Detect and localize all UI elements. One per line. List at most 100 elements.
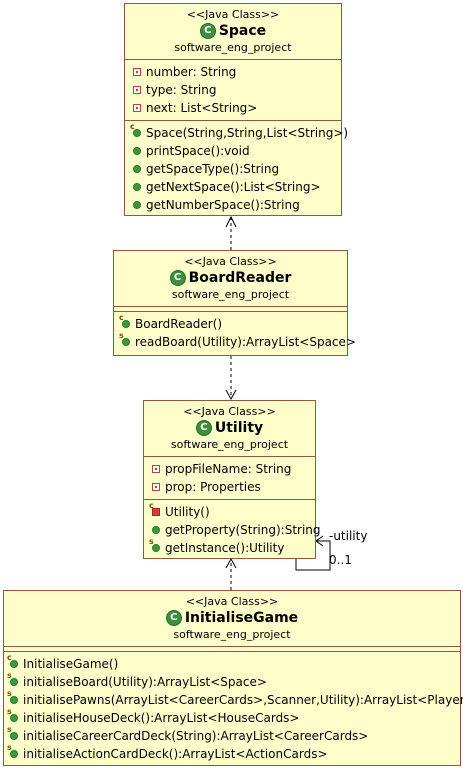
private-constructor-icon: c — [149, 502, 162, 518]
method-text: BoardReader() — [135, 317, 223, 331]
attribute-text: propFileName: String — [165, 462, 292, 476]
class-icon: C — [169, 270, 186, 286]
static-method-icon: s — [7, 726, 20, 742]
class-initialisegame[interactable]: <<Java Class>> C InitialiseGame software… — [3, 590, 463, 766]
attributes-section: number: String type: String next: List<S… — [125, 60, 341, 121]
method-text: initialisePawns(ArrayList<CareerCards>,S… — [23, 693, 463, 707]
dependency-arrowhead-space — [225, 215, 237, 228]
method-text: InitialiseGame() — [23, 657, 119, 671]
stereotype: <<Java Class>> — [183, 405, 276, 418]
attribute-row: prop: Properties — [150, 478, 315, 496]
package-name: software_eng_project — [174, 41, 292, 54]
method-text: initialiseActionCardDeck():ArrayList<Act… — [23, 747, 328, 761]
public-method-icon — [131, 145, 143, 157]
public-method-icon — [131, 199, 143, 211]
attribute-text: number: String — [146, 65, 237, 79]
class-header: <<Java Class>> C Space software_eng_proj… — [125, 4, 341, 60]
static-method-icon: s — [7, 744, 20, 760]
attributes-section — [114, 307, 347, 312]
private-field-icon — [131, 102, 143, 114]
method-text: initialiseHouseDeck():ArrayList<HouseCar… — [23, 711, 300, 725]
package-name: software_eng_project — [170, 438, 289, 451]
stereotype: <<Java Class>> — [185, 595, 279, 608]
attributes-section: propFileName: String prop: Properties — [144, 457, 315, 500]
class-name: C InitialiseGame — [4, 609, 460, 627]
method-row: printSpace():void — [131, 142, 341, 160]
public-method-icon — [150, 524, 162, 536]
class-name: C BoardReader — [114, 269, 347, 287]
class-icon: C — [165, 610, 182, 626]
static-method-icon: s — [7, 690, 20, 706]
static-method-icon: s — [7, 708, 20, 724]
class-name: C Utility — [144, 419, 315, 437]
private-field-icon — [131, 84, 143, 96]
package-name: software_eng_project — [173, 628, 291, 641]
association-role-label: -utility — [329, 529, 368, 543]
attribute-row: next: List<String> — [131, 99, 341, 117]
class-utility[interactable]: <<Java Class>> C Utility software_eng_pr… — [143, 400, 321, 560]
class-name-text: BoardReader — [188, 270, 292, 286]
package-name: software_eng_project — [171, 288, 290, 301]
method-text: getProperty(String):String — [165, 523, 321, 537]
private-field-icon — [131, 66, 143, 78]
class-name-text: InitialiseGame — [184, 610, 299, 626]
static-method-icon: s — [149, 538, 162, 554]
method-text: initialiseBoard(Utility):ArrayList<Space… — [23, 675, 267, 689]
method-text: initialiseCareerCardDeck(String):ArrayLi… — [23, 729, 369, 743]
attribute-row: type: String — [131, 81, 341, 99]
method-text: Space(String,String,List<String>) — [146, 126, 349, 140]
class-header: <<Java Class>> C InitialiseGame software… — [4, 591, 460, 647]
attributes-section — [4, 647, 460, 652]
method-text: getSpaceType():String — [146, 162, 280, 176]
static-method-icon: s — [119, 332, 132, 348]
dependency-arrowhead-utility-bottom — [225, 557, 237, 569]
public-method-icon — [131, 163, 143, 175]
method-text: readBoard(Utility):ArrayList<Space> — [135, 335, 356, 349]
method-row: getNextSpace():List<String> — [131, 178, 341, 196]
method-text: Utility() — [165, 505, 210, 519]
attribute-text: prop: Properties — [165, 480, 261, 494]
method-text: getNumberSpace():String — [146, 198, 300, 212]
stereotype: <<Java Class>> — [184, 255, 277, 268]
static-method-icon: s — [7, 672, 20, 688]
class-name-text: Utility — [214, 420, 264, 436]
method-text: getNextSpace():List<String> — [146, 180, 321, 194]
self-association-utility — [295, 540, 331, 571]
attribute-row: number: String — [131, 63, 341, 81]
attribute-row: propFileName: String — [150, 460, 315, 478]
stereotype: <<Java Class>> — [186, 8, 280, 21]
attribute-text: next: List<String> — [146, 101, 258, 115]
class-header: <<Java Class>> C BoardReader software_en… — [114, 251, 347, 307]
class-icon: C — [195, 420, 212, 436]
dependency-arrowhead-utility — [225, 389, 237, 401]
method-row: getSpaceType():String — [131, 160, 341, 178]
class-space[interactable]: <<Java Class>> C Space software_eng_proj… — [124, 3, 348, 216]
attribute-text: type: String — [146, 83, 217, 97]
association-multiplicity-label: 0..1 — [329, 553, 352, 567]
class-name: C Space — [125, 22, 341, 40]
class-icon: C — [199, 23, 216, 39]
method-row: getNumberSpace():String — [131, 196, 341, 214]
constructor-icon: c — [7, 654, 20, 670]
class-boardreader[interactable]: <<Java Class>> C BoardReader software_en… — [113, 250, 356, 356]
constructor-icon: c — [119, 314, 132, 330]
public-method-icon — [131, 181, 143, 193]
class-name-text: Space — [218, 23, 267, 39]
constructor-icon: c — [130, 123, 143, 139]
private-field-icon — [150, 463, 162, 475]
